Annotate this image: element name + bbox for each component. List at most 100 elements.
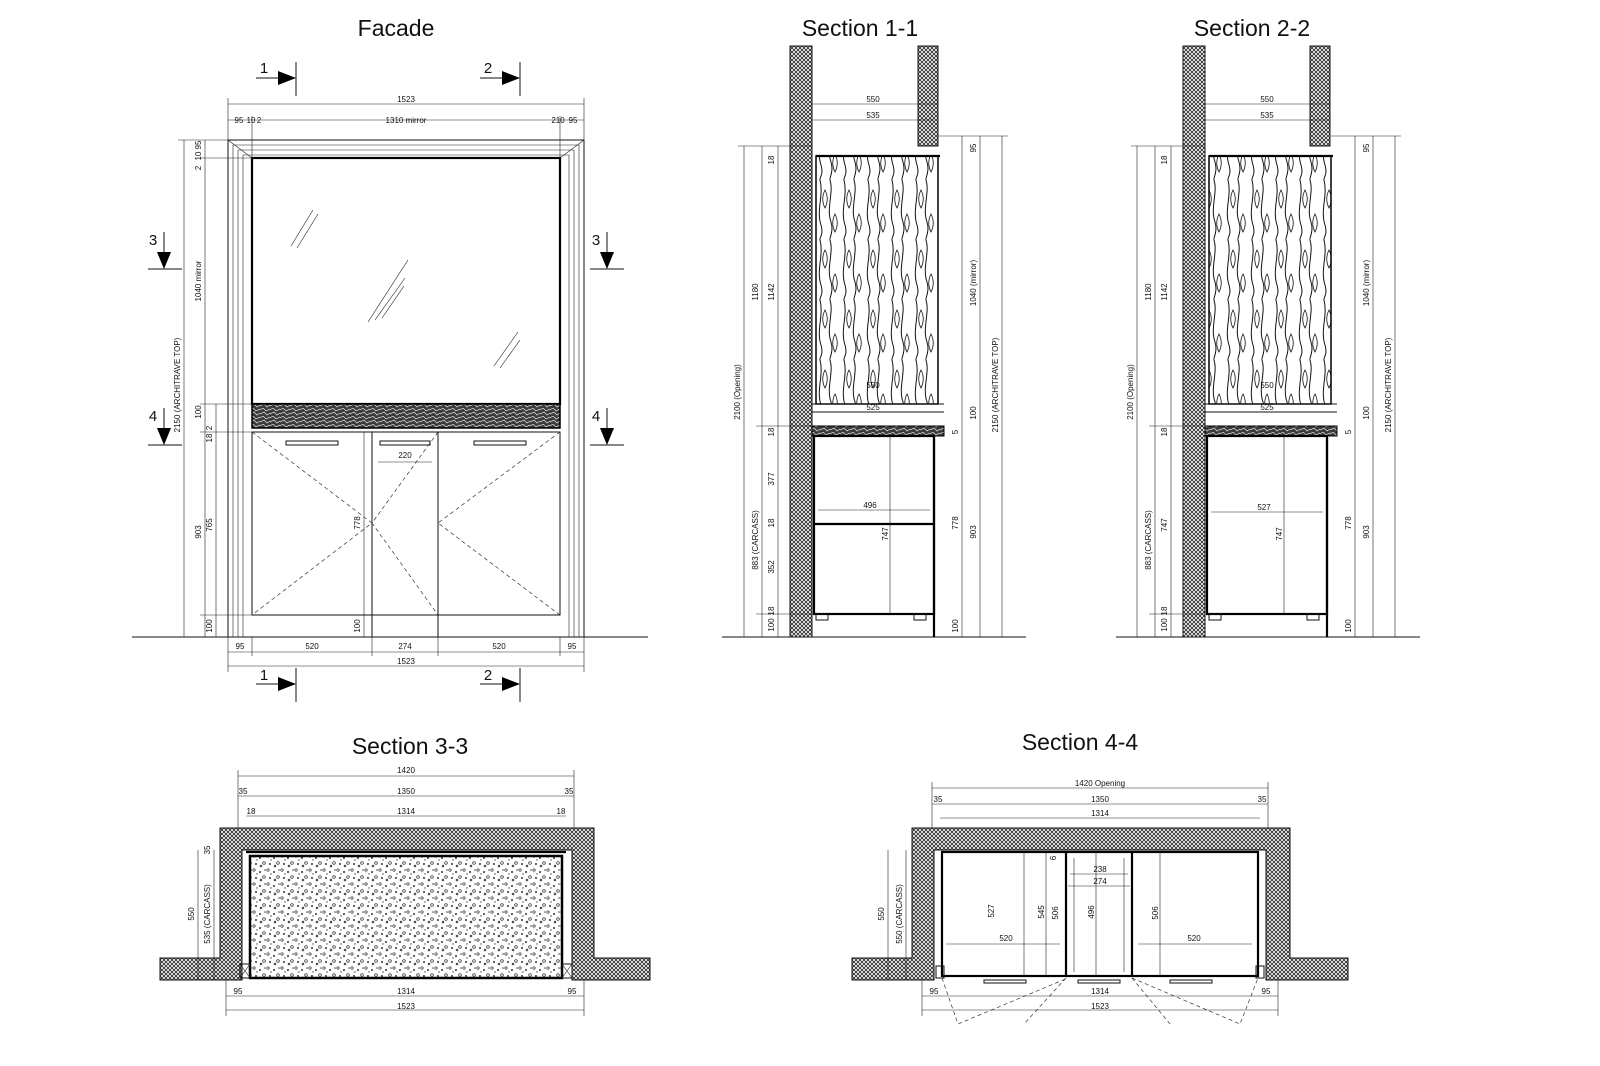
facade-dim-h-778: 778	[353, 516, 362, 530]
facade-dim-h-100a: 100	[194, 405, 203, 419]
section-4-4-view: 1420 Opening 35 1350 35 1314 550 550 (CA…	[851, 779, 1349, 1025]
s22-dim-18d: 18	[1160, 606, 1169, 615]
s44-dim-h-506a: 506	[1051, 906, 1060, 920]
s33-dim-h-carcass: 535 (CARCASS)	[203, 884, 212, 944]
s11-dim-535: 535	[866, 111, 880, 120]
title-section-2-2: Section 2-2	[1194, 15, 1310, 41]
s44-dim-1350: 1350	[1091, 795, 1109, 804]
s22-dim-r-mirror: 1040 (mirror)	[1362, 260, 1371, 307]
section-marker-4-right: 4	[590, 408, 624, 446]
s11-dim-18a: 18	[767, 155, 776, 164]
s22-dim-carcass: 883 (CARCASS)	[1144, 510, 1153, 570]
facade-dim-width-total: 1523	[397, 95, 415, 104]
s22-dim-r95: 95	[1362, 143, 1371, 152]
s33-dim-bottom-1523: 1523	[397, 1002, 415, 1011]
svg-text:2: 2	[484, 667, 492, 684]
svg-text:3: 3	[592, 232, 600, 249]
section-marker-2-bottom: 2	[480, 667, 521, 702]
facade-dim-95-right: 95	[569, 116, 578, 125]
facade-dim-total-height: 2150 (ARCHITRAVE TOP)	[173, 337, 182, 432]
s33-dim-h-550: 550	[187, 907, 196, 921]
s22-dim-1180: 1180	[1144, 283, 1153, 301]
s22-dim-550: 550	[1260, 95, 1274, 104]
s11-dim-496: 496	[863, 501, 877, 510]
facade-dim-mirror-width: 1310 mirror	[386, 116, 427, 125]
s44-dim-35-right: 35	[1258, 795, 1267, 804]
section-1-1-view: 550 535 18 1180 1142 2100 (Opening) 18 3…	[722, 45, 1026, 638]
s33-dim-1350: 1350	[397, 787, 415, 796]
s44-dim-h-6: 6	[1049, 855, 1058, 860]
s33-dim-bottom-1314: 1314	[397, 987, 415, 996]
s22-dim-18b: 18	[1160, 427, 1169, 436]
title-facade: Facade	[358, 15, 435, 41]
section-2-2-view: 550 535 18 1180 1142 2100 (Opening) 18 7…	[1116, 45, 1420, 638]
s11-dim-r903: 903	[969, 525, 978, 539]
s22-dim-1142: 1142	[1160, 283, 1169, 301]
s33-dim-bottom-95-right: 95	[568, 987, 577, 996]
s44-dim-w-520-left: 520	[999, 934, 1013, 943]
s11-dim-r95: 95	[969, 143, 978, 152]
s44-dim-h-506b: 506	[1151, 906, 1160, 920]
s44-dim-bottom-95-right: 95	[1262, 987, 1271, 996]
section-marker-1-bottom: 1	[256, 667, 297, 702]
s44-dim-h-496: 496	[1087, 905, 1096, 919]
section-marker-4-left: 4	[148, 408, 182, 446]
s44-dim-h-527: 527	[987, 904, 996, 918]
s44-dim-w-238: 238	[1093, 865, 1107, 874]
facade-dim-2-left: 2	[257, 116, 262, 125]
facade-dim-220: 220	[398, 451, 412, 460]
section-3-3-view: 1420 35 1350 35 18 1314 18 35 550 535 (C…	[159, 766, 651, 1016]
s22-dim-opening: 2100 (Opening)	[1126, 364, 1135, 420]
s22-dim-18a: 18	[1160, 155, 1169, 164]
s33-dim-h-35: 35	[203, 845, 212, 854]
s33-dim-1314: 1314	[397, 807, 415, 816]
facade-dim-h-10: 10	[194, 151, 203, 160]
facade-dim-h-95: 95	[194, 140, 203, 149]
facade-dim-210-right: 210	[551, 116, 565, 125]
svg-text:1: 1	[260, 667, 268, 684]
s11-dim-r-mirror: 1040 (mirror)	[969, 260, 978, 307]
s44-dim-1314: 1314	[1091, 809, 1109, 818]
s11-dim-18c: 18	[767, 518, 776, 527]
s11-dim-1180: 1180	[751, 283, 760, 301]
facade-dim-10-left: 10	[247, 116, 256, 125]
s11-dim-747: 747	[881, 527, 890, 541]
svg-text:4: 4	[592, 408, 600, 425]
s22-dim-r903: 903	[1362, 525, 1371, 539]
s22-dim-550b: 550	[1260, 381, 1274, 390]
facade-dim-bottom-520-left: 520	[305, 642, 319, 651]
s44-dim-bottom-1523: 1523	[1091, 1002, 1109, 1011]
s44-dim-opening: 1420 Opening	[1075, 779, 1125, 788]
s11-dim-r100a: 100	[969, 406, 978, 420]
s11-dim-r-total: 2150 (ARCHITRAVE TOP)	[991, 337, 1000, 432]
s22-dim-525: 525	[1260, 403, 1274, 412]
s11-dim-r778: 778	[951, 516, 960, 530]
title-section-1-1: Section 1-1	[802, 15, 918, 41]
facade-dim-mirror-height: 1040 mirror	[194, 260, 203, 301]
s22-dim-747: 747	[1275, 527, 1284, 541]
s22-dim-r778: 778	[1344, 516, 1353, 530]
s44-dim-h-545: 545	[1037, 905, 1046, 919]
s11-dim-r100b: 100	[951, 619, 960, 633]
s33-dim-1420: 1420	[397, 766, 415, 775]
s22-dim-747a: 747	[1160, 518, 1169, 532]
s44-dim-w-520-right: 520	[1187, 934, 1201, 943]
s44-dim-bottom-1314: 1314	[1091, 987, 1109, 996]
s22-dim-r100b: 100	[1344, 619, 1353, 633]
s11-dim-opening: 2100 (Opening)	[733, 364, 742, 420]
svg-text:4: 4	[149, 408, 157, 425]
s33-dim-18-left: 18	[247, 807, 256, 816]
s44-dim-bottom-95-left: 95	[930, 987, 939, 996]
facade-dim-h-100b: 100	[205, 619, 214, 633]
facade-dim-bottom-95-right: 95	[568, 642, 577, 651]
s11-dim-100: 100	[767, 618, 776, 632]
s22-dim-r5: 5	[1344, 429, 1353, 434]
facade-dim-h-2b: 2	[205, 425, 214, 430]
s22-dim-527: 527	[1257, 503, 1271, 512]
s11-dim-377: 377	[767, 472, 776, 486]
s22-dim-535: 535	[1260, 111, 1274, 120]
s11-dim-525: 525	[866, 403, 880, 412]
facade-dim-h-2: 2	[194, 165, 203, 170]
facade-dim-bottom-95-left: 95	[236, 642, 245, 651]
